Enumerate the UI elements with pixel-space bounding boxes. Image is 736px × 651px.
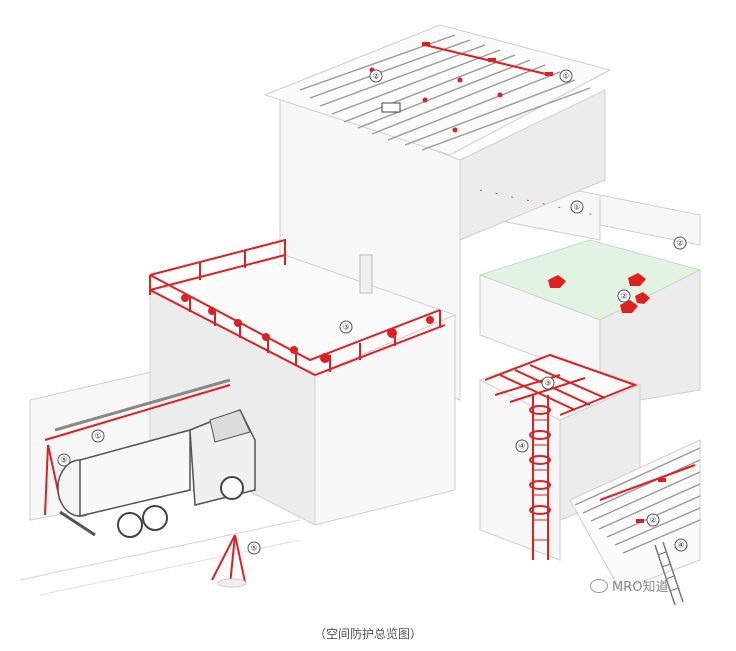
top-rail <box>484 353 638 416</box>
callout-2-back-wall: ② <box>673 236 687 250</box>
svg-text:⑤: ⑤ <box>60 456 67 465</box>
green-roof-block <box>478 189 702 401</box>
svg-text:①: ① <box>573 203 580 212</box>
callout-5-tripod: ⑤ <box>247 541 261 555</box>
callout-3-lower-block: ③ <box>541 376 555 390</box>
svg-text:②: ② <box>372 72 379 81</box>
guard-rail <box>149 238 446 377</box>
watermark: MRO知道 <box>590 576 668 595</box>
callout-labels: ① ② ① ② ② ③ ③ ④ ① ⑤ ⑤ ② ④ <box>57 69 688 555</box>
callout-2-green-roof: ② <box>617 289 631 303</box>
svg-text:①: ① <box>94 432 101 441</box>
callout-4-access-ladder: ④ <box>674 538 688 552</box>
cage-ladder <box>529 395 551 560</box>
tanker-truck <box>57 409 256 538</box>
svg-text:①: ① <box>562 72 569 81</box>
svg-text:②: ② <box>649 516 656 525</box>
callout-4-ladder: ④ <box>515 439 529 453</box>
callout-1-tower-roof: ① <box>559 69 573 83</box>
figure-caption: （空间防护总览图） <box>313 627 422 641</box>
svg-text:②: ② <box>676 239 683 248</box>
wechat-icon <box>590 578 608 593</box>
svg-text:⑤: ⑤ <box>250 544 257 553</box>
svg-text:④: ④ <box>518 442 525 451</box>
tripod <box>211 534 247 588</box>
callout-2-corrugated-roof: ② <box>646 513 660 527</box>
svg-text:③: ③ <box>342 323 349 332</box>
svg-text:②: ② <box>620 292 627 301</box>
middle-platform <box>148 254 457 526</box>
corrugated-roof <box>569 439 701 606</box>
roof-anchor-points <box>548 273 650 313</box>
roof-hatch <box>381 102 401 113</box>
callout-3-platform: ③ <box>339 320 353 334</box>
watermark-text: MRO知道 <box>612 580 669 595</box>
callout-1-back-wall: ① <box>570 200 584 214</box>
tower-roof <box>299 34 591 151</box>
svg-text:③: ③ <box>544 379 551 388</box>
callout-1-loading-bay: ① <box>91 429 105 443</box>
space-protection-overview-diagram: ① ② ① ② ② ③ ③ ④ ① ⑤ ⑤ ② ④ <box>19 24 702 606</box>
callout-5-loading-bay: ⑤ <box>57 453 71 467</box>
svg-text:④: ④ <box>677 541 684 550</box>
loading-bay <box>44 378 256 538</box>
access-ladder <box>654 541 684 606</box>
callout-2-tower-roof: ② <box>369 69 383 83</box>
